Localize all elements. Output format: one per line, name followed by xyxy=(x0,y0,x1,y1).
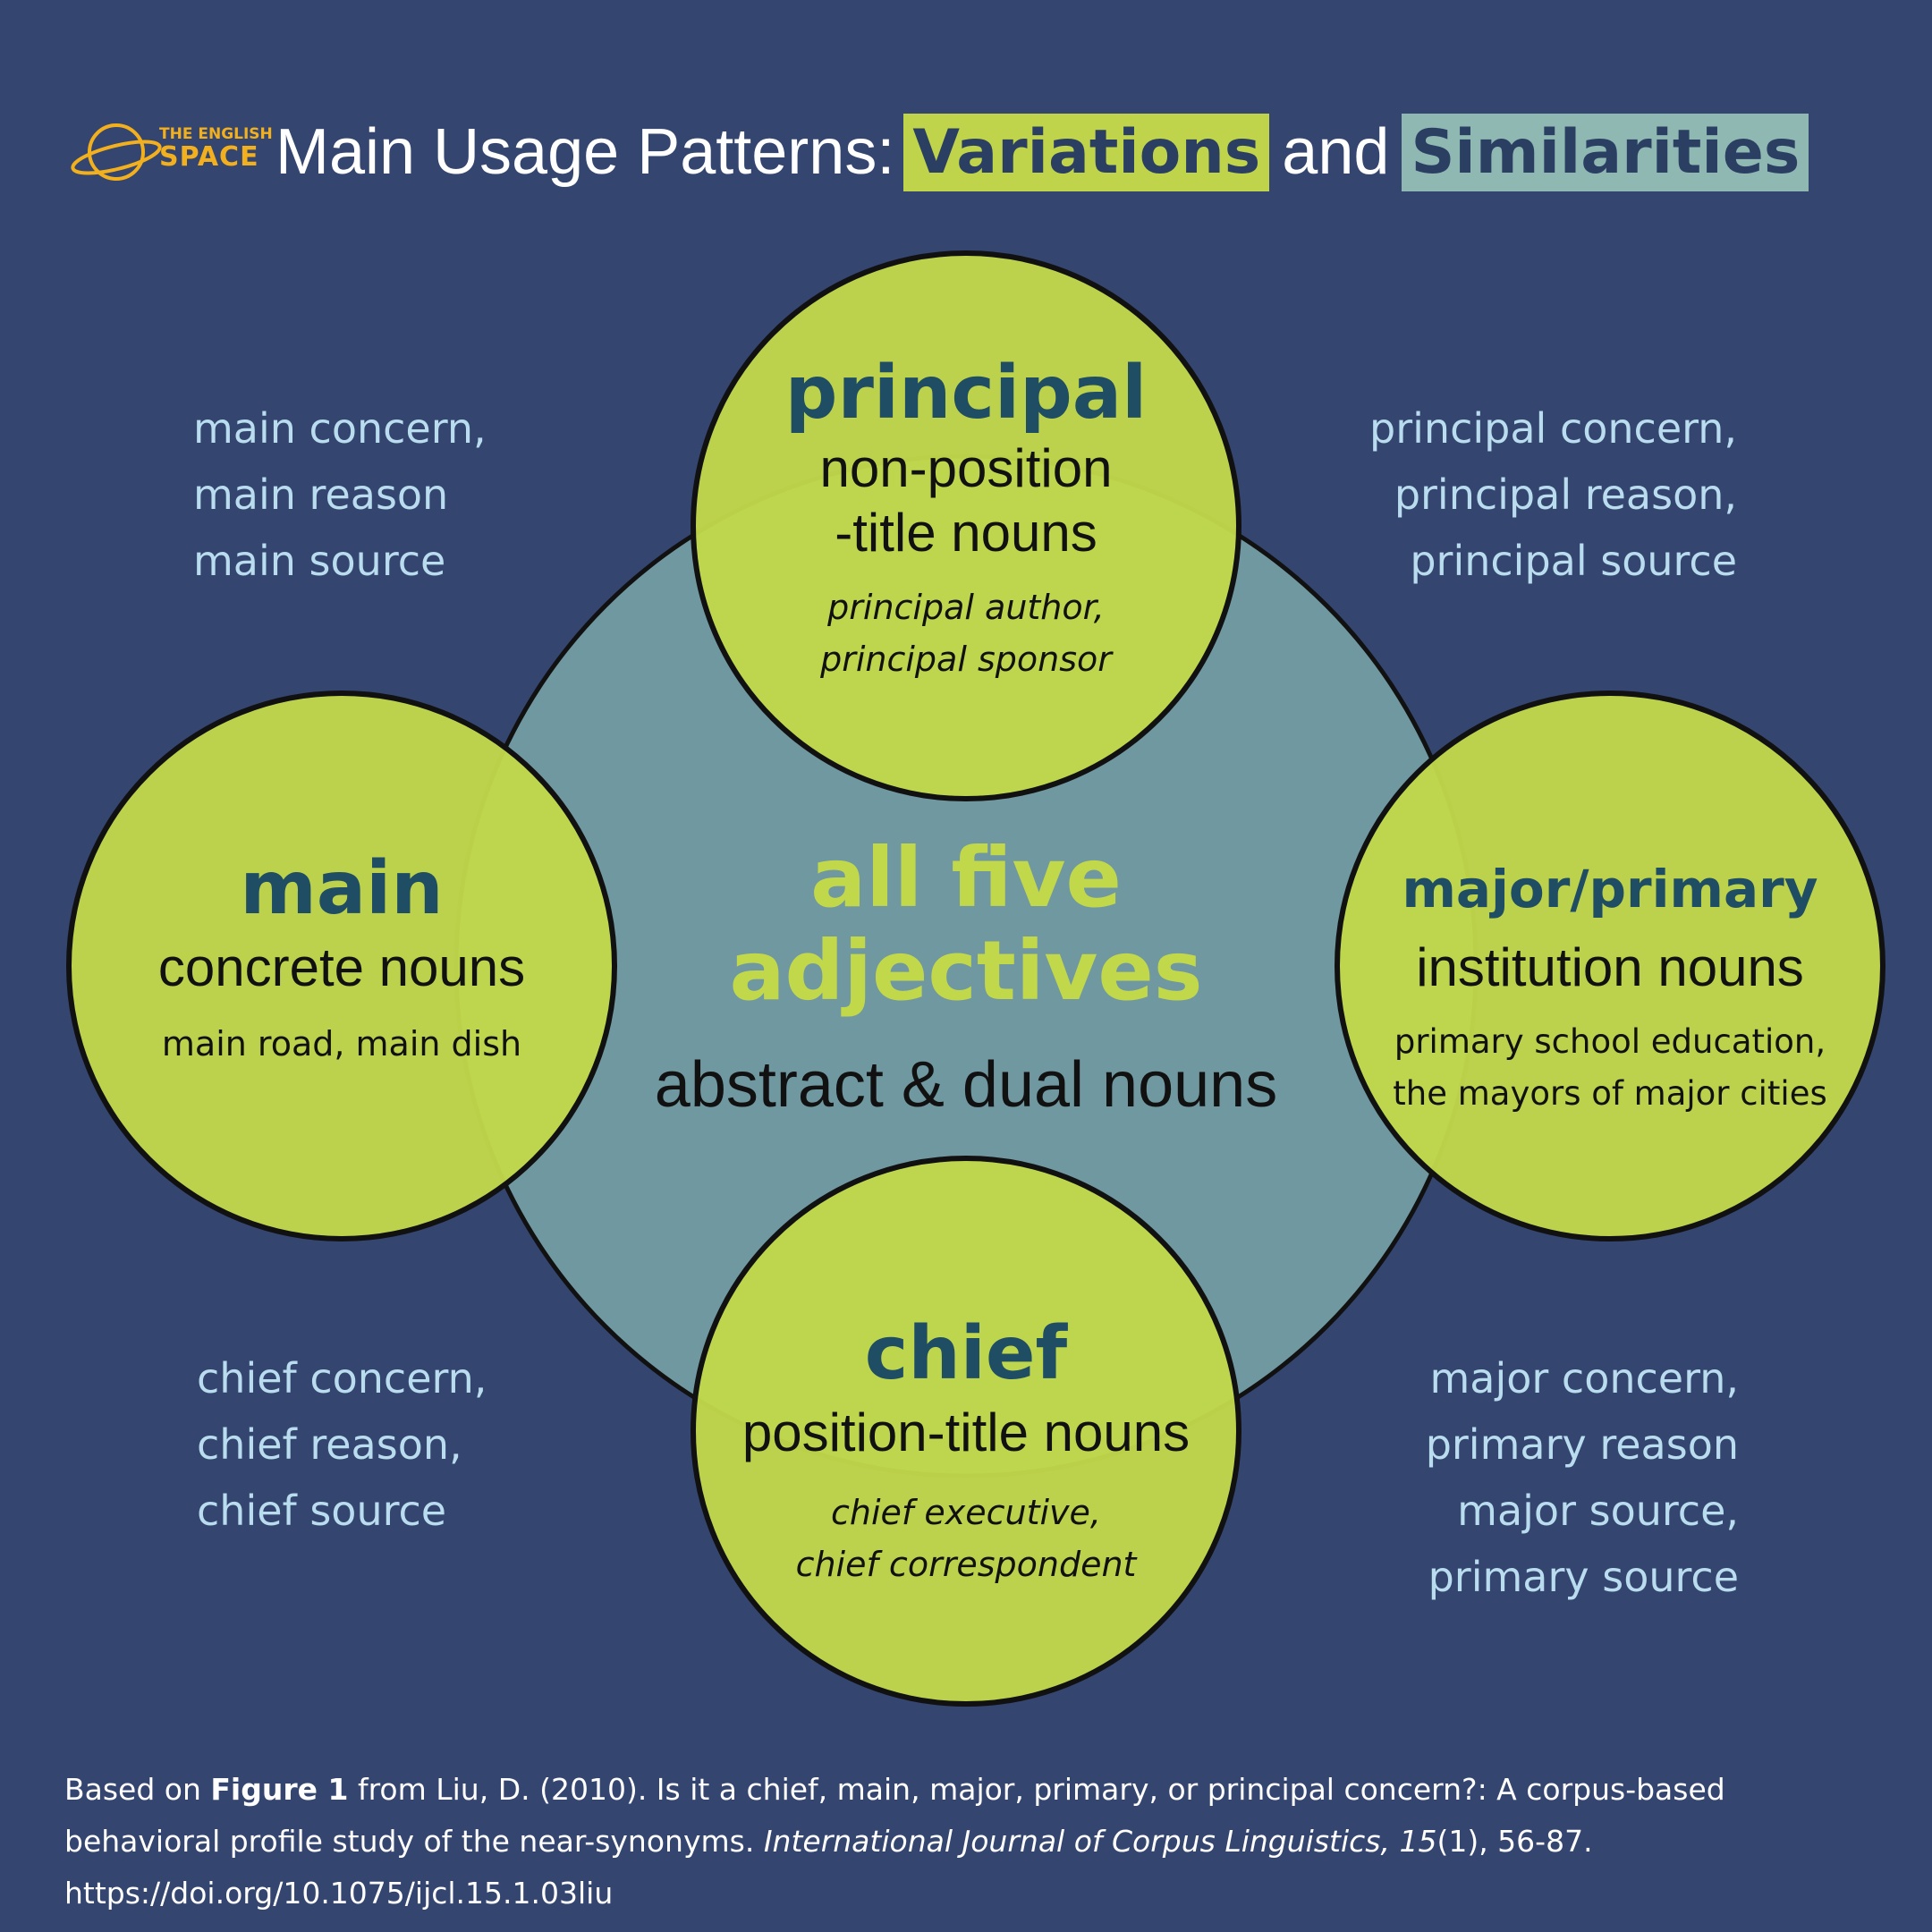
chief-label: chief position-title nouns chief executi… xyxy=(742,1311,1190,1590)
list-item: major source, xyxy=(1457,1487,1739,1535)
main-name: main xyxy=(240,846,444,931)
list-item: primary reason xyxy=(1425,1420,1739,1469)
list-item: chief source xyxy=(197,1487,447,1535)
list-item: primary source xyxy=(1428,1553,1739,1601)
list-item: major concern, xyxy=(1429,1354,1739,1402)
chief-example-line2: chief correspondent xyxy=(795,1545,1137,1584)
chief-name: chief xyxy=(864,1311,1068,1396)
logo-text-top: THE ENGLISH xyxy=(159,125,273,143)
top-right-examples: principal concern, principal reason, pri… xyxy=(1326,395,1737,594)
list-item: chief concern, xyxy=(197,1354,487,1402)
title-highlight-similarities: Similarities xyxy=(1402,113,1809,191)
center-name-line1: all five xyxy=(810,830,1122,926)
major-primary-example-line2: the mayors of major cities xyxy=(1393,1074,1827,1113)
bottom-right-examples: major concern, primary reason major sour… xyxy=(1327,1345,1739,1610)
page-title: Main Usage Patterns: Variations and Simi… xyxy=(275,107,1809,197)
main-sub: concrete nouns xyxy=(157,937,526,997)
citation-journal: International Journal of Corpus Linguist… xyxy=(763,1824,1437,1859)
planet-logo-icon xyxy=(71,123,162,181)
title-prefix: Main Usage Patterns: xyxy=(275,116,895,188)
citation-body: from Liu, D. (2010). Is it a chief, main… xyxy=(64,1772,1725,1859)
major-primary-label: major/primary institution nouns primary … xyxy=(1393,846,1826,1120)
title-highlight-variations: Variations xyxy=(903,113,1270,191)
bottom-left-examples: chief concern, chief reason, chief sourc… xyxy=(197,1345,608,1544)
major-primary-circle xyxy=(1335,691,1885,1241)
main-label: main concrete nouns main road, main dish xyxy=(158,846,525,1070)
list-item: principal source xyxy=(1410,537,1737,585)
citation-lead: Based on xyxy=(64,1772,211,1807)
center-label: all five adjectives abstract & dual noun… xyxy=(655,832,1277,1122)
principal-sub-line2: -title nouns xyxy=(835,503,1097,563)
center-name-line2: adjectives xyxy=(729,923,1203,1019)
chief-sub: position-title nouns xyxy=(741,1402,1191,1462)
logo: THE ENGLISH SPACE xyxy=(70,114,273,186)
list-item: main reason xyxy=(193,470,449,519)
top-left-examples: main concern, main reason main source xyxy=(193,395,605,594)
main-example: main road, main dish xyxy=(161,1024,522,1063)
major-primary-sub: institution nouns xyxy=(1416,937,1804,997)
citation-figure: Figure 1 xyxy=(210,1772,349,1807)
principal-example-line2: principal sponsor xyxy=(820,640,1112,679)
list-item: chief reason, xyxy=(197,1420,462,1469)
main-circle xyxy=(66,691,617,1241)
center-sub: abstract & dual nouns xyxy=(654,1049,1278,1121)
major-primary-example-line1: primary school education, xyxy=(1394,1022,1826,1061)
citation: Based on Figure 1 from Liu, D. (2010). I… xyxy=(64,1764,1880,1919)
chief-example-line1: chief executive, xyxy=(831,1493,1101,1532)
principal-sub-line1: non-position xyxy=(819,438,1113,498)
title-middle: and xyxy=(1282,116,1390,188)
principal-example-line1: principal author, xyxy=(827,588,1105,627)
citation-tail: (1), 56-87. https://doi.org/10.1075/ijcl… xyxy=(64,1824,1593,1911)
chief-circle xyxy=(691,1156,1241,1707)
principal-circle xyxy=(691,250,1241,801)
list-item: main concern, xyxy=(193,404,487,453)
list-item: main source xyxy=(193,537,446,585)
list-item: principal reason, xyxy=(1394,470,1737,519)
logo-text-bottom: SPACE xyxy=(159,141,259,173)
principal-name: principal xyxy=(784,351,1148,436)
principal-label: principal non-position -title nouns prin… xyxy=(785,351,1147,685)
major-primary-name: major/primary xyxy=(1402,859,1818,919)
list-item: principal concern, xyxy=(1369,404,1737,453)
